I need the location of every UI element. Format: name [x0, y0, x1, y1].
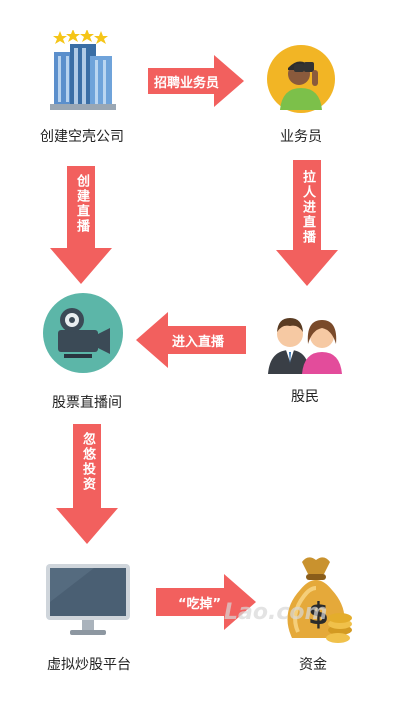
money-bag-icon: $ [278, 552, 354, 644]
arrow-enter-live-label: 进入直播 [172, 335, 225, 350]
arrow-eat [156, 574, 256, 630]
arrow-create-live [50, 166, 112, 284]
arrow-recruit-label: 招聘业务员 [154, 76, 220, 91]
node-investors: 股民 [291, 389, 319, 405]
svg-text:$: $ [308, 597, 329, 632]
binoculars-person-icon [266, 44, 336, 114]
node-fake-platform: 虚拟炒股平台 [47, 657, 131, 673]
couple-icon [262, 304, 346, 374]
arrow-create-live-label: 创建直播 [74, 174, 89, 234]
arrow-pull-people [276, 160, 338, 286]
node-shell-company: 创建空壳公司 [40, 129, 124, 145]
arrow-deceive-invest [56, 424, 118, 544]
video-camera-icon [42, 292, 124, 374]
watermark: Lao.com [224, 600, 328, 625]
node-salesman: 业务员 [280, 129, 322, 145]
node-funds: 资金 [299, 657, 327, 673]
arrow-enter-live [136, 312, 246, 368]
arrow-deceive-invest-label: 忽悠投资 [80, 432, 95, 492]
node-live-room: 股票直播间 [52, 395, 122, 411]
arrow-recruit [148, 55, 244, 107]
arrow-eat-label: “吃掉” [178, 597, 222, 612]
monitor-icon [44, 562, 132, 640]
arrow-pull-people-label: 拉人进直播 [300, 170, 315, 245]
building-icon [48, 29, 118, 112]
